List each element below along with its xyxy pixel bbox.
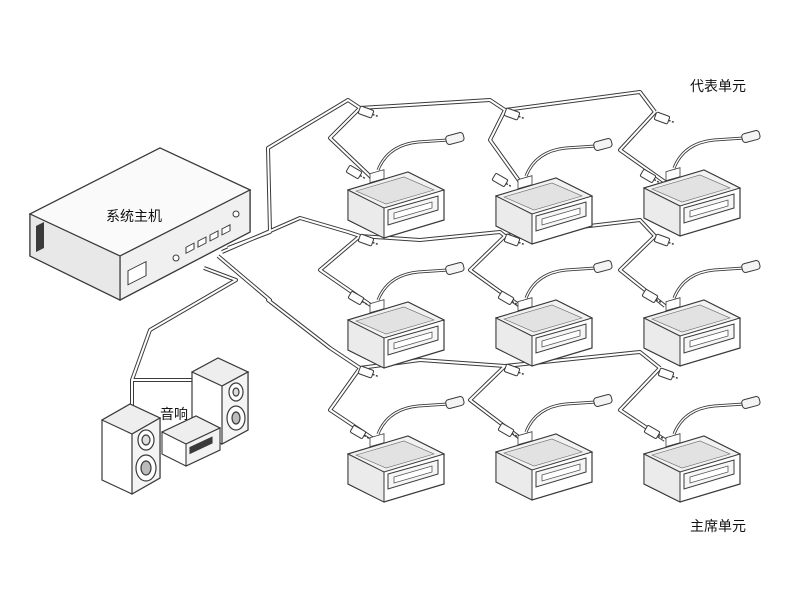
conference-unit-icon [642,394,763,504]
delegate-unit-label: 代表单元 [690,79,746,95]
conference-unit-icon [346,260,467,370]
conference-units [346,128,763,504]
conference-unit-icon [642,128,763,238]
conference-unit-icon [494,136,615,246]
conference-unit-icon [346,394,467,504]
system-host-label: 系统主机 [106,209,162,225]
conference-unit-icon [494,258,615,368]
chairman-unit-label: 主席单元 [690,519,746,535]
amplifier-icon [160,415,222,467]
system-host-icon [28,147,252,301]
conference-unit-icon [494,392,615,502]
conference-unit-icon [642,258,763,368]
conference-unit-icon [346,130,467,240]
speaker-label: 音响 [160,407,188,423]
